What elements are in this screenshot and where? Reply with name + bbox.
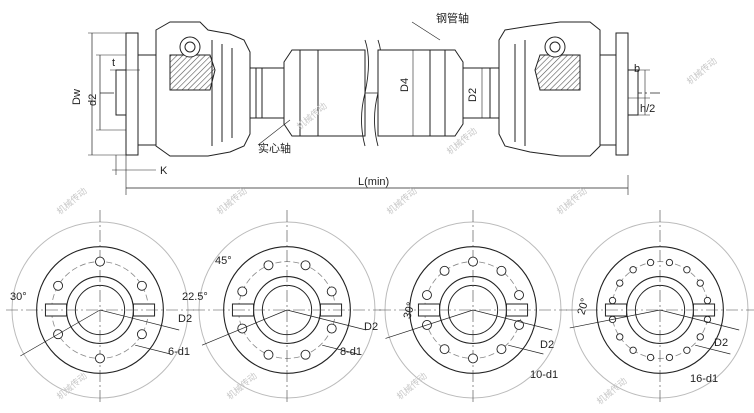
watermark: 机械传动 <box>384 185 419 217</box>
flange3-bolt-hole <box>496 344 507 355</box>
t-label: t <box>112 57 115 69</box>
flange2-angle-leader <box>201 309 288 346</box>
flange4-angle-label: 20° <box>576 297 592 316</box>
flange4-bolt-hole <box>665 353 674 362</box>
flange3-angle-leader <box>385 309 474 339</box>
flange1-angle-leader <box>20 309 101 357</box>
flange3-d2-leader <box>472 309 553 331</box>
flange4-d2-leader <box>659 309 740 331</box>
flange3-bolt-hole <box>514 320 524 330</box>
flange1-d2-leader <box>99 309 180 331</box>
d2-right-label: D2 <box>467 88 479 102</box>
flange4-bolt-hole <box>646 258 655 267</box>
flange4-bolt-hole <box>696 279 704 287</box>
flange1-bolt-hole <box>136 280 147 291</box>
flange3-bolt-hole <box>439 344 450 355</box>
flange1-holes-leader <box>135 344 171 355</box>
watermark: 机械传动 <box>54 185 89 217</box>
tube-right <box>377 49 464 137</box>
h-half-label: h/2 <box>640 103 655 115</box>
watermark: 机械传动 <box>594 375 629 407</box>
flange2-bolt-hole <box>300 260 311 271</box>
flange4-bolt-hole <box>696 333 704 341</box>
watermark: 机械传动 <box>214 185 249 217</box>
d2-left-label: d2 <box>87 94 99 106</box>
flange3-bolt-hole <box>439 265 450 276</box>
flange4-bolt-hole <box>616 333 624 341</box>
watermark: 机械传动 <box>54 370 89 402</box>
flange2-bolt-hole <box>326 286 337 297</box>
watermark: 机械传动 <box>394 370 429 402</box>
d4-label: D4 <box>399 78 411 92</box>
left-hatch <box>169 54 216 91</box>
flange1-angle-label: 30° <box>10 291 27 303</box>
flange2-holes-label: 8-d1 <box>340 346 362 358</box>
tube-left <box>283 49 366 137</box>
flange2-d2-label: D2 <box>364 321 378 333</box>
flange2-d2-leader <box>286 309 367 331</box>
watermark: 机械传动 <box>684 55 719 87</box>
left-flange-key <box>115 69 127 116</box>
flange4-bolt-hole <box>683 346 691 354</box>
flange4-bolt-hole <box>646 353 655 362</box>
flange4-bolt-hole <box>703 296 712 305</box>
l-min-label: L(min) <box>358 176 389 188</box>
flange3-bolt-hole <box>468 256 478 267</box>
flange2-holes-leader <box>322 344 358 355</box>
flange4-bolt-hole <box>703 315 712 324</box>
flange4-bolt-hole <box>683 266 691 274</box>
flange4-angle-leader <box>569 309 661 329</box>
dw-label: Dw <box>71 89 83 105</box>
flange2-angle2-label: 22.5° <box>182 291 208 303</box>
flange2-bolt-hole <box>263 349 274 360</box>
left-flange <box>125 32 139 156</box>
flange3-holes-label: 10-d1 <box>530 369 558 381</box>
flange3-d2-label: D2 <box>540 339 554 351</box>
flange2-angle-label: 45° <box>215 255 232 267</box>
flange4-d2-label: D2 <box>714 337 728 349</box>
flange1-holes-label: 6-d1 <box>168 346 190 358</box>
flange1-bolt-hole <box>95 256 105 267</box>
left-spline <box>249 67 285 119</box>
right-hatch <box>534 54 581 91</box>
k-label: K <box>160 165 168 177</box>
flange4-bolt-hole <box>608 296 617 305</box>
flange4-bolt-hole <box>616 279 624 287</box>
b-label: b <box>634 63 640 75</box>
flange3-bolt-hole <box>514 290 524 300</box>
flange4-bolt-hole <box>629 346 637 354</box>
flange4-bolt-hole <box>665 258 674 267</box>
flange1-d2-label: D2 <box>178 313 192 325</box>
flange2-bolt-hole <box>326 323 337 334</box>
solid-shaft-label: 实心轴 <box>258 141 291 155</box>
flange2-bolt-hole <box>263 260 274 271</box>
flange3-angle-label: 30° <box>402 301 418 320</box>
flange2-bolt-hole <box>300 349 311 360</box>
right-flange-key <box>627 69 639 116</box>
flange3-holes-leader <box>508 344 544 355</box>
flange3-bolt-hole <box>468 353 478 364</box>
watermark: 机械传动 <box>554 185 589 217</box>
flange1-bolt-hole <box>53 280 64 291</box>
watermark: 机械传动 <box>224 370 259 402</box>
flange3-bolt-hole <box>422 290 432 300</box>
shaft-assembly <box>88 21 660 195</box>
steel-tube-shaft-label: 钢管轴 <box>436 11 469 25</box>
flange-views <box>6 210 754 404</box>
flange4-holes-label: 16-d1 <box>690 373 718 385</box>
flange1-bolt-hole <box>136 329 147 340</box>
flange3-bolt-hole <box>496 265 507 276</box>
right-flange <box>615 32 629 156</box>
flange4-bolt-hole <box>629 266 637 274</box>
flange4-holes-leader <box>695 344 731 355</box>
flange1-bolt-hole <box>95 353 105 364</box>
flange2-bolt-hole <box>237 286 248 297</box>
